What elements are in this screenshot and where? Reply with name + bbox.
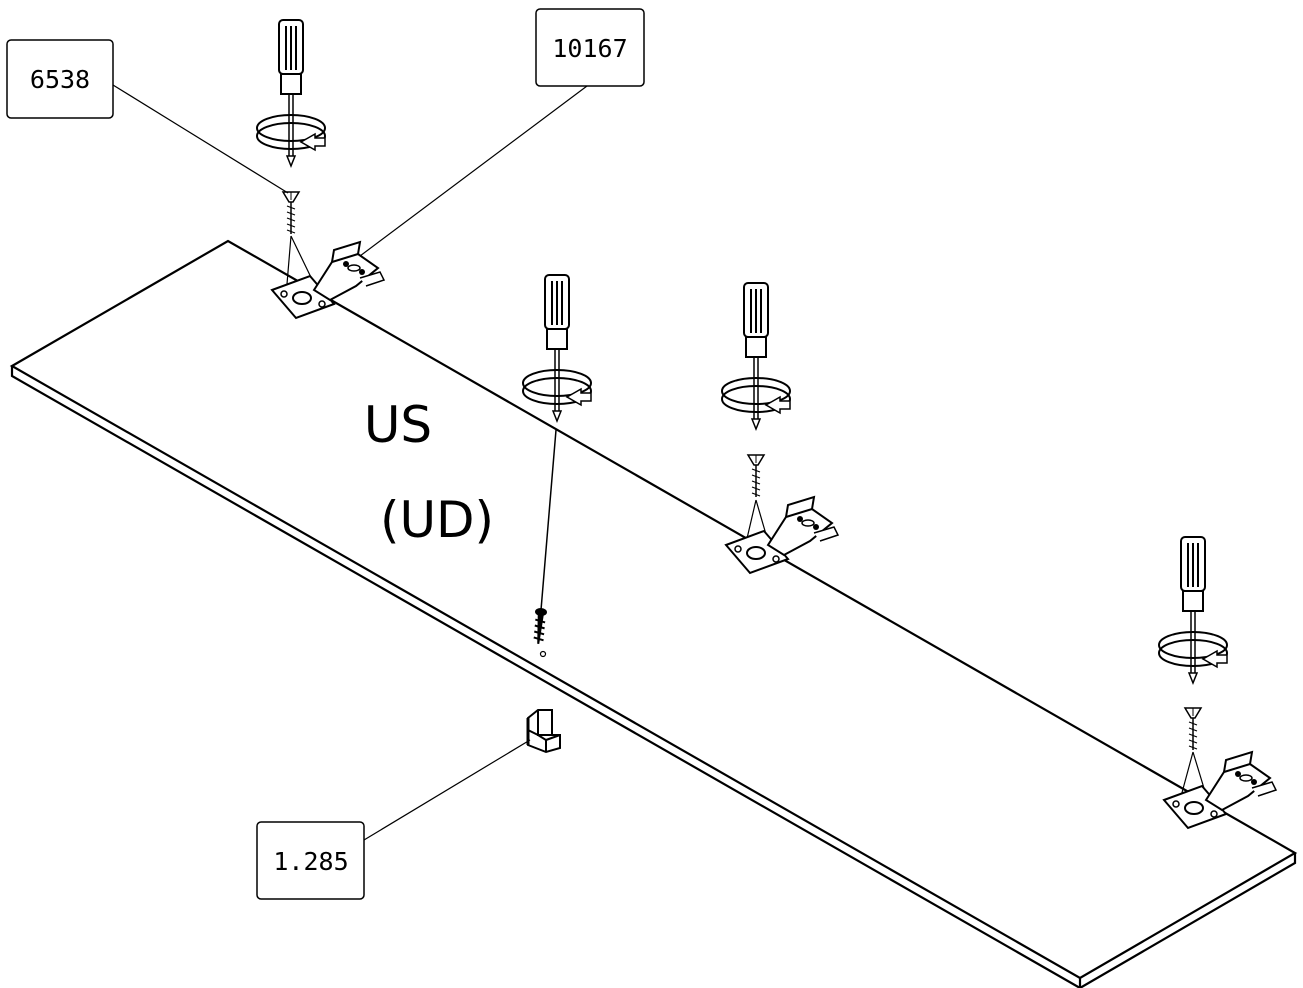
callout-screw: 6538	[6, 39, 114, 119]
countersunk-screw-icon	[1184, 707, 1202, 751]
countersunk-screw-icon	[747, 454, 765, 498]
hinge-set-3	[1158, 536, 1277, 829]
panel-name: US	[364, 396, 432, 454]
screwdriver-icon	[522, 274, 592, 422]
wood-screw-icon	[533, 607, 547, 644]
screwdriver-icon	[1158, 536, 1228, 684]
callout-bracket: 1.285	[256, 821, 365, 900]
callout-hinge: 10167	[535, 8, 645, 87]
corner-bracket-icon	[526, 709, 561, 754]
hinge-code: 10167	[552, 34, 627, 63]
screw-code: 6538	[30, 65, 90, 94]
countersunk-screw-icon	[282, 191, 300, 235]
screwdriver-icon	[721, 282, 791, 430]
bracket-code: 1.285	[273, 847, 348, 876]
hinge-plate-icon	[725, 496, 839, 574]
panel-sub: (UD)	[380, 491, 494, 549]
panel-board	[9, 239, 1298, 988]
hinge-set-2	[721, 282, 839, 574]
hinge-set-1	[256, 19, 385, 319]
screwdriver-icon	[256, 19, 326, 167]
center-screw-set	[522, 274, 592, 658]
